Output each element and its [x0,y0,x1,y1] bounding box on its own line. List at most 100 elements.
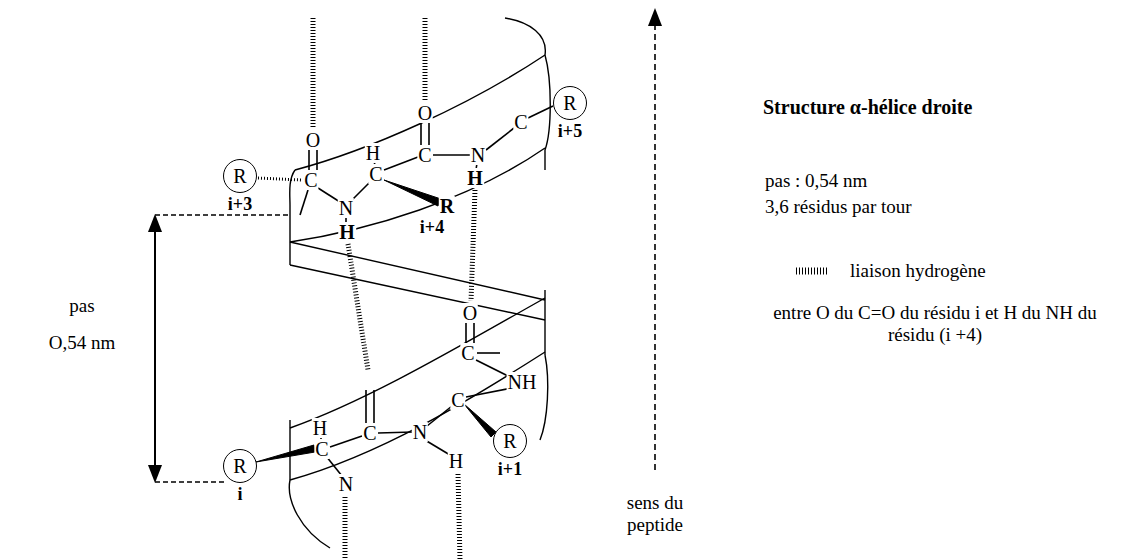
hashed-bond [258,178,301,180]
residue-index: i+3 [228,195,252,213]
atom-symbol: C [513,112,528,132]
covalent-bond [309,148,317,170]
hydrogen-bond [423,18,428,101]
legend-text: liaison hydrogène [850,260,986,282]
helix-ribbon [290,298,545,428]
direction-arrow [654,22,656,470]
helix-ribbon [290,265,545,320]
covalent-bond [466,321,474,345]
atom-symbol: O [462,303,478,323]
annotation: pas : 0,54 nm [765,170,867,192]
helix-ribbon [290,170,295,265]
residue-circle: Ri+1 [493,424,527,458]
covalent-bond [433,154,470,156]
wedge-bond [384,180,441,206]
atom-symbol: H [466,168,484,188]
side-chain-symbol: R [233,456,246,476]
legend-swatch [790,264,830,278]
covalent-bond [378,432,413,433]
hydrogen-bond [311,18,316,128]
hydrogen-bond-sample [796,268,828,275]
residue-index: i+1 [498,460,522,478]
helix-ribbon [289,18,550,548]
side-chain-symbol: R [233,166,246,186]
pitch-dimension [148,214,290,483]
residue-circle: Ri+5 [553,86,587,120]
atom-symbol: C [417,145,432,165]
figure-title: Structure α-hélice droite [763,96,972,119]
atom-symbol: C [450,390,465,410]
legend-entry: liaison hydrogène [790,260,986,282]
helix-ribbon [290,352,545,480]
residue-index: i+5 [558,122,582,140]
covalent-bond [366,390,374,425]
atom-symbol: N [470,145,486,165]
hydrogen-bond [313,18,475,560]
hydrogen-bond [343,497,348,560]
wedge-bond [464,404,496,437]
covalent-bond [476,360,508,376]
atom-symbol: N [338,198,354,218]
annotation: 3,6 résidus par tour [765,196,912,218]
side-chain-symbol: R [563,93,576,113]
covalent-bond [425,440,450,455]
pitch-dimension [148,214,162,232]
covalent-bond [352,182,370,200]
direction-arrow [648,8,662,470]
covalent-bond [477,352,500,354]
legend-note: entre O du C=O du résidu i et H du NH du… [760,302,1110,346]
covalent-bond [427,406,452,426]
covalent-bond [318,188,340,202]
helix-ribbon [289,420,290,480]
atom-symbol: NH [507,372,538,392]
annotation: O,54 nm [49,332,116,354]
hydrogen-bond [458,474,460,560]
atom-symbol: N [412,422,428,442]
atom-symbol: O [305,130,321,150]
helix-ribbon [545,55,550,170]
atom-symbol: R [439,196,455,216]
atom-symbol: N [338,474,354,494]
pitch-dimension [154,228,156,469]
helix-ribbon [505,18,545,55]
covalent-bond [300,190,308,215]
covalent-bond [528,106,553,118]
atom-symbol: O [417,103,433,123]
direction-arrow [648,8,662,26]
atom-symbol: H [312,418,328,438]
covalent-bond [300,106,553,476]
wedge-bond [256,445,315,462]
residue-index: i [237,485,242,503]
covalent-bond [466,388,512,397]
atom-symbol: C [314,439,329,459]
pitch-dimension [155,215,290,482]
covalent-bond [330,436,362,447]
atom-symbol: C [460,343,475,363]
helix-ribbon [289,480,330,548]
residue-circle: Ri [223,449,257,483]
pitch-dimension [148,465,162,483]
wedge-bond [256,180,496,462]
direction-label: sens du peptide [610,492,700,536]
covalent-bond [384,157,418,170]
helix-ribbon [544,290,545,355]
atom-symbol: C [303,170,318,190]
covalent-bond [326,456,342,476]
annotation: pas [69,295,94,317]
hydrogen-bond [348,244,368,370]
covalent-bond [421,121,429,147]
atom-symbol: C [362,423,377,443]
helix-ribbon [290,242,545,300]
hashed-bond [258,178,301,180]
side-chain-symbol: R [503,431,516,451]
atom-symbol: H [448,451,464,471]
atom-symbol: H [338,222,356,242]
residue-circle: Ri+3 [223,159,257,193]
atom-symbol: H [365,143,381,163]
helix-ribbon [295,55,545,170]
covalent-bond [486,128,514,150]
helix-ribbon [540,355,548,440]
residue-index: i+4 [420,217,444,238]
hydrogen-bond [471,190,475,301]
atom-symbol: C [368,164,383,184]
